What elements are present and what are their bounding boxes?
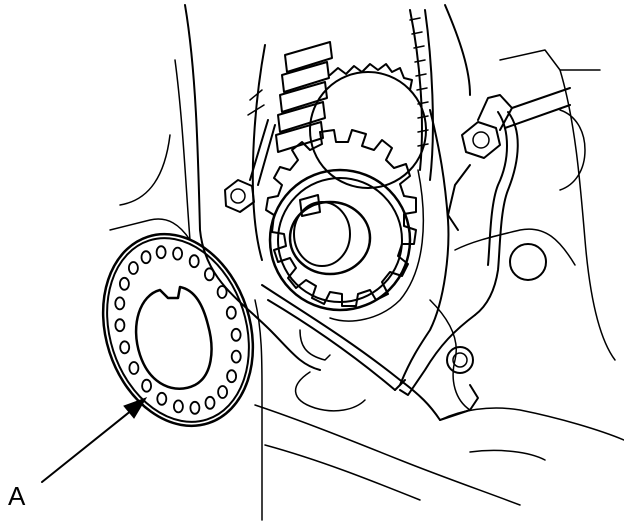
washer-hole — [127, 261, 139, 275]
belt-guide-bracket — [261, 111, 519, 421]
washer-hole — [188, 254, 200, 269]
washer-hole — [225, 305, 237, 320]
washer-hole — [155, 245, 167, 260]
washer-hole — [226, 369, 238, 384]
washer-hole — [119, 340, 131, 355]
callout-label-a: A — [8, 481, 26, 511]
right-bolt — [461, 87, 571, 159]
washer-hole — [189, 400, 201, 415]
washer-holes — [114, 245, 242, 415]
washer-hole — [140, 250, 152, 265]
washer-hole — [204, 395, 216, 410]
crank-sprocket-rear — [309, 63, 427, 189]
washer-hole — [114, 296, 126, 311]
crank-pulley-washer — [101, 232, 255, 428]
washer-hole — [156, 391, 168, 406]
washer-hole — [217, 385, 229, 399]
washer-hole — [172, 246, 184, 261]
washer-hole — [128, 361, 140, 375]
washer-hole — [230, 327, 242, 342]
engine-block — [109, 4, 624, 521]
washer-hole — [119, 276, 130, 291]
washer-hole — [141, 378, 153, 393]
callout-arrowhead — [123, 397, 148, 419]
washer-hole — [216, 285, 228, 299]
washer-hole — [230, 349, 242, 364]
callout-a: A — [8, 397, 148, 511]
left-bolt — [224, 89, 276, 213]
washer-hole — [172, 399, 184, 414]
washer-hole — [114, 318, 126, 333]
crank-sprocket — [265, 129, 417, 312]
washer-hole — [203, 267, 215, 282]
